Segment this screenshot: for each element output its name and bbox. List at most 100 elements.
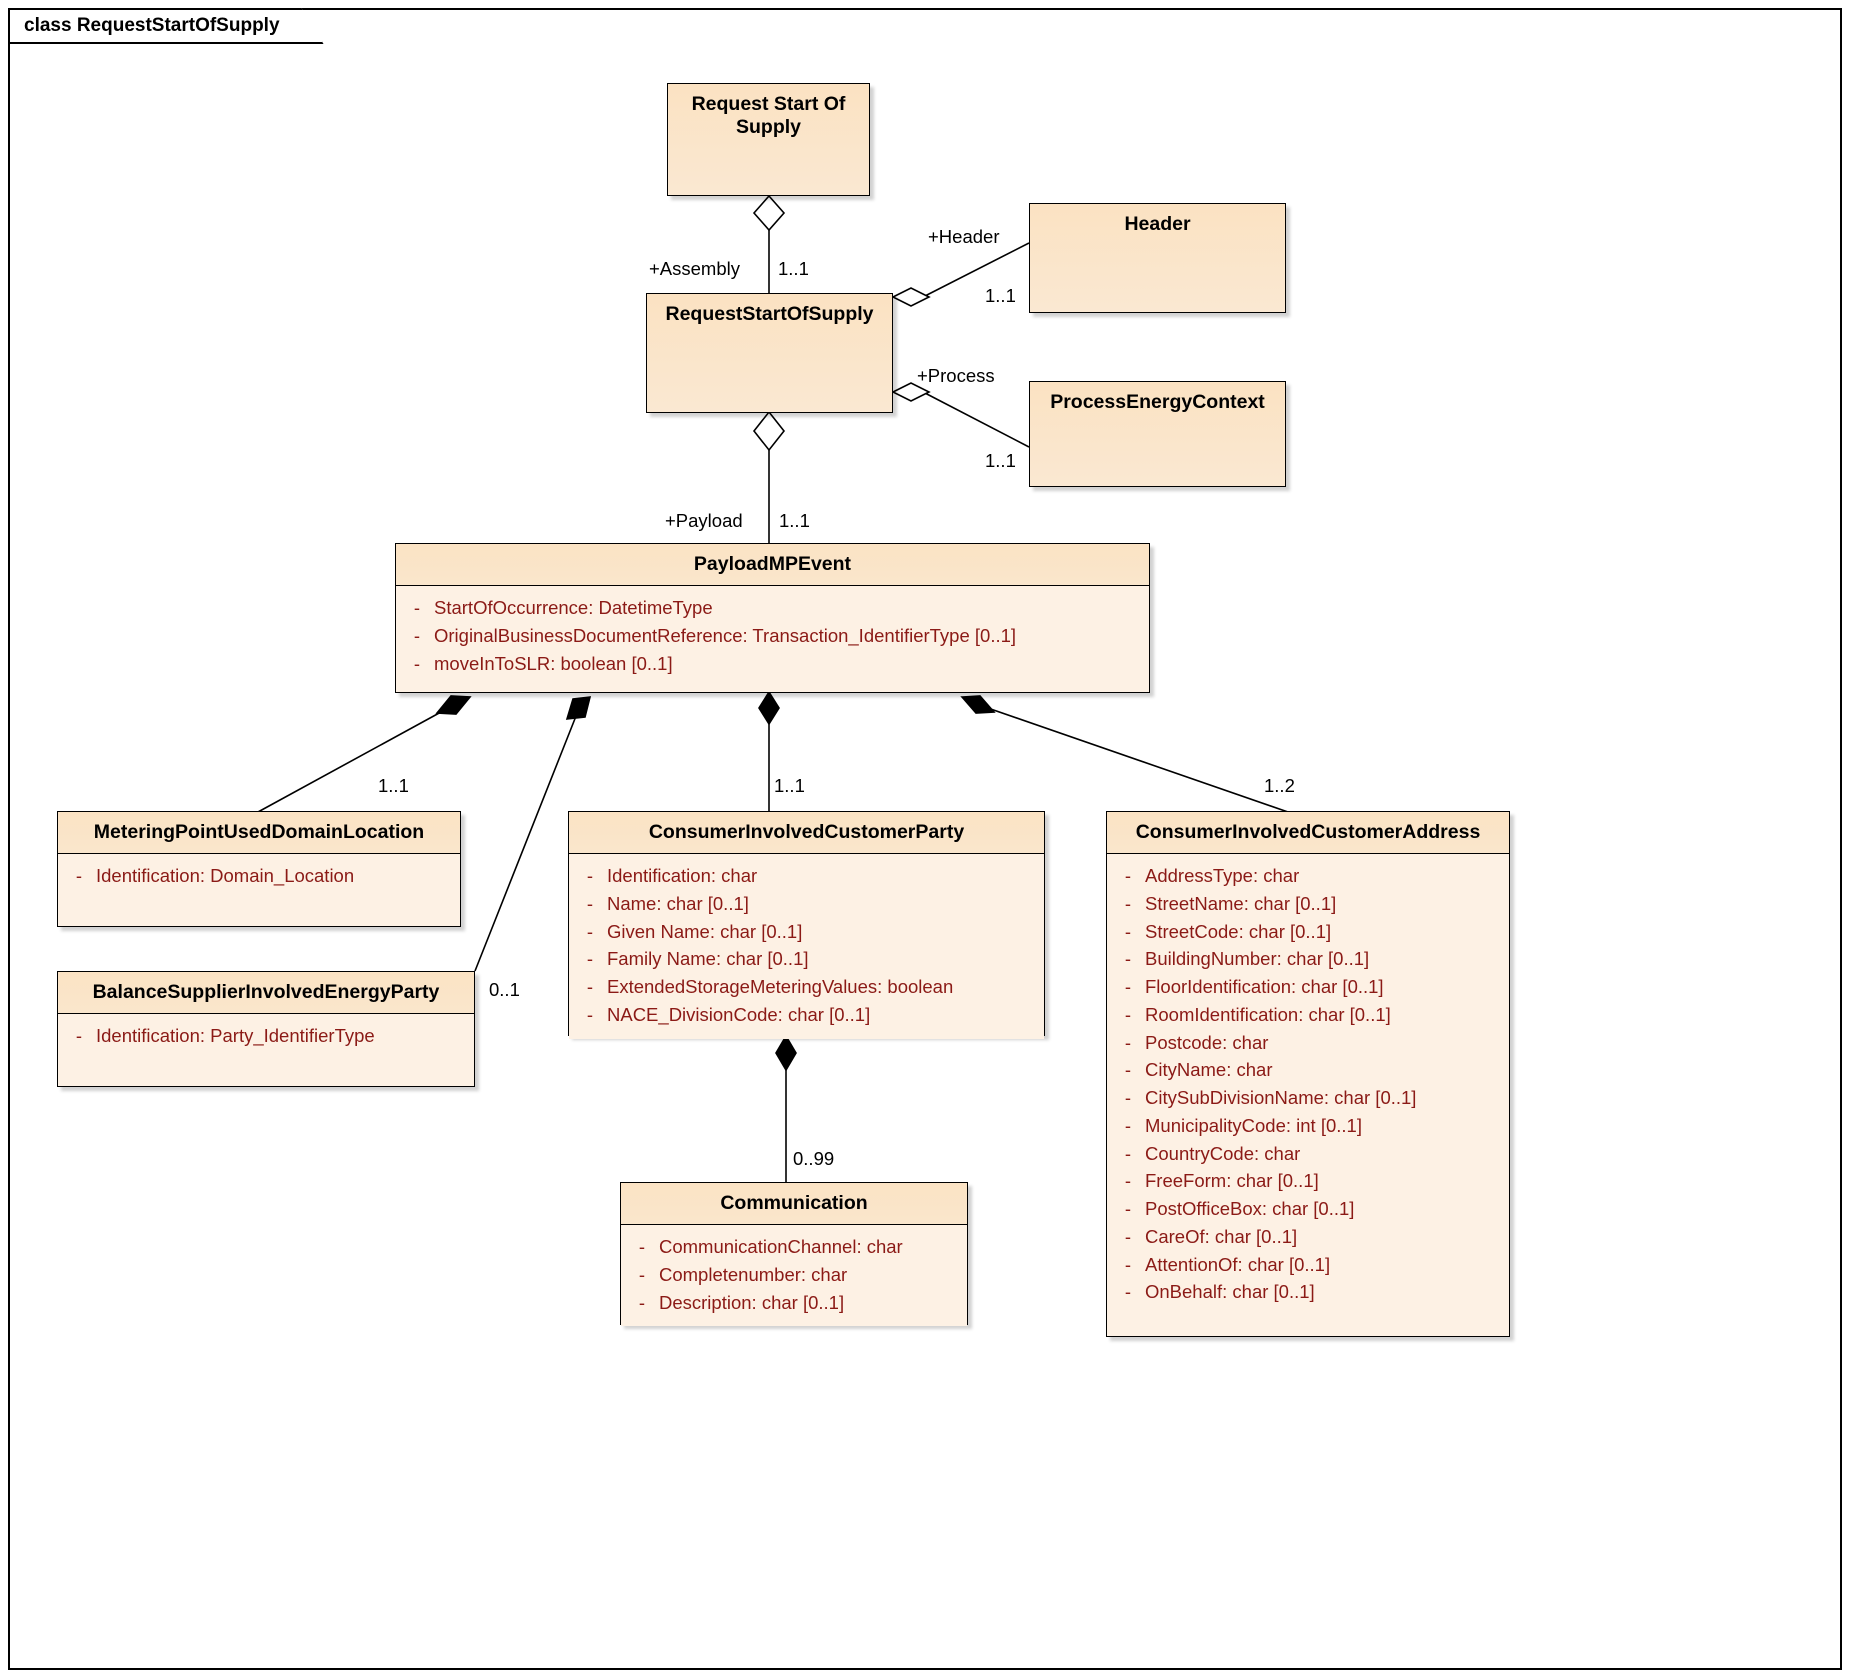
attribute-visibility: -	[1124, 892, 1132, 914]
attribute-visibility: -	[413, 597, 421, 618]
attribute-visibility: -	[1124, 865, 1132, 886]
class-title: Header	[1124, 213, 1191, 235]
attribute-compartment: -StartOfOccurrence: DatetimeType-Origina…	[396, 586, 1149, 692]
attribute-text: Postcode: char	[1145, 1031, 1269, 1053]
attribute-visibility: -	[586, 948, 594, 970]
attribute-text: StartOfOccurrence: DatetimeType	[434, 597, 713, 618]
attribute-row: -CommunicationChannel: char	[625, 1233, 963, 1261]
attribute-text: CareOf: char [0..1]	[1145, 1225, 1298, 1247]
class-title: BalanceSupplierInvolvedEnergyParty	[58, 972, 474, 1014]
attribute-visibility: -	[586, 865, 594, 886]
attribute-text: Identification: char	[607, 865, 758, 886]
attribute-visibility: -	[1124, 1281, 1132, 1303]
attribute-row: -Family Name: char [0..1]	[573, 945, 1040, 973]
attribute-visibility: -	[1124, 1114, 1132, 1136]
assoc-label-consumeraddress-mult: 1..2	[1264, 775, 1295, 796]
attribute-visibility: -	[1124, 1170, 1132, 1192]
attribute-visibility: -	[586, 892, 594, 914]
class-request-start-of-supply[interactable]: RequestStartOfSupply	[646, 293, 893, 413]
attribute-row: -StreetName: char [0..1]	[1111, 890, 1505, 918]
attribute-visibility: -	[586, 1003, 594, 1025]
attribute-text: AddressType: char	[1145, 865, 1300, 886]
assoc-label-header-mult: 1..1	[985, 285, 1016, 306]
assoc-label-process-mult: 1..1	[985, 450, 1016, 471]
class-title: RequestStartOfSupply	[665, 303, 874, 325]
attribute-row: -ExtendedStorageMeteringValues: boolean	[573, 973, 1040, 1001]
attribute-visibility: -	[413, 624, 421, 646]
class-title: ConsumerInvolvedCustomerAddress	[1107, 812, 1509, 854]
attribute-row: -Description: char [0..1]	[625, 1289, 963, 1317]
attribute-row: -StreetCode: char [0..1]	[1111, 918, 1505, 946]
attribute-row: -CityName: char	[1111, 1056, 1505, 1084]
attribute-text: Given Name: char [0..1]	[607, 920, 803, 942]
frame-label: class RequestStartOfSupply	[8, 8, 324, 44]
attribute-row: -AddressType: char	[1111, 862, 1505, 890]
class-request-start-of-supply-top[interactable]: Request Start Of Supply	[667, 83, 870, 196]
attribute-visibility: -	[1124, 1003, 1132, 1025]
attribute-row: -MunicipalityCode: int [0..1]	[1111, 1112, 1505, 1140]
attribute-row: -OriginalBusinessDocumentReference: Tran…	[400, 622, 1145, 650]
attribute-text: CitySubDivisionName: char [0..1]	[1145, 1087, 1417, 1108]
attribute-row: -moveInToSLR: boolean [0..1]	[400, 650, 1145, 678]
class-header[interactable]: Header	[1029, 203, 1286, 313]
attribute-text: RoomIdentification: char [0..1]	[1145, 1003, 1391, 1025]
attribute-compartment: -CommunicationChannel: char-Completenumb…	[621, 1225, 967, 1327]
attribute-text: BuildingNumber: char [0..1]	[1145, 948, 1370, 970]
attribute-row: -FreeForm: char [0..1]	[1111, 1167, 1505, 1195]
frame-label-text: class RequestStartOfSupply	[24, 15, 280, 36]
attribute-text: Family Name: char [0..1]	[607, 948, 809, 970]
attribute-visibility: -	[1124, 1198, 1132, 1219]
attribute-row: -NACE_DivisionCode: char [0..1]	[573, 1001, 1040, 1029]
attribute-text: MunicipalityCode: int [0..1]	[1145, 1114, 1362, 1136]
attribute-text: OnBehalf: char [0..1]	[1145, 1281, 1315, 1303]
attribute-visibility: -	[1124, 1253, 1132, 1275]
attribute-row: -CareOf: char [0..1]	[1111, 1223, 1505, 1251]
attribute-visibility: -	[75, 1025, 83, 1046]
attribute-visibility: -	[1124, 948, 1132, 970]
attribute-text: moveInToSLR: boolean [0..1]	[434, 652, 673, 674]
class-title: MeteringPointUsedDomainLocation	[58, 812, 460, 854]
attribute-row: -Identification: Domain_Location	[62, 862, 456, 890]
attribute-row: -RoomIdentification: char [0..1]	[1111, 1001, 1505, 1029]
attribute-text: CommunicationChannel: char	[659, 1236, 903, 1257]
assoc-label-consumerparty-mult: 1..1	[774, 775, 805, 796]
attribute-text: Name: char [0..1]	[607, 892, 749, 914]
attribute-visibility: -	[1124, 976, 1132, 997]
attribute-text: AttentionOf: char [0..1]	[1145, 1253, 1331, 1275]
attribute-visibility: -	[413, 652, 421, 674]
attribute-row: -Given Name: char [0..1]	[573, 918, 1040, 946]
class-metering-point-used-domain-location[interactable]: MeteringPointUsedDomainLocation -Identif…	[57, 811, 461, 927]
attribute-visibility: -	[638, 1291, 646, 1313]
attribute-row: -BuildingNumber: char [0..1]	[1111, 945, 1505, 973]
assoc-label-metering-mult: 1..1	[378, 775, 409, 796]
attribute-row: -Identification: Party_IdentifierType	[62, 1022, 470, 1050]
attribute-text: PostOfficeBox: char [0..1]	[1145, 1198, 1355, 1219]
class-communication[interactable]: Communication -CommunicationChannel: cha…	[620, 1182, 968, 1327]
attribute-row: -FloorIdentification: char [0..1]	[1111, 973, 1505, 1001]
assoc-label-balance-mult: 0..1	[489, 979, 520, 1000]
class-balance-supplier-involved-energy-party[interactable]: BalanceSupplierInvolvedEnergyParty -Iden…	[57, 971, 475, 1087]
assoc-label-assembly-role: +Assembly	[649, 258, 740, 279]
class-consumer-involved-customer-party[interactable]: ConsumerInvolvedCustomerParty -Identific…	[568, 811, 1045, 1039]
class-payload-mp-event[interactable]: PayloadMPEvent -StartOfOccurrence: Datet…	[395, 543, 1150, 693]
attribute-row: -CitySubDivisionName: char [0..1]	[1111, 1084, 1505, 1112]
attribute-text: ExtendedStorageMeteringValues: boolean	[607, 976, 954, 997]
attribute-text: FloorIdentification: char [0..1]	[1145, 976, 1384, 997]
attribute-visibility: -	[75, 865, 83, 886]
assoc-label-header-role: +Header	[928, 226, 1000, 247]
assoc-label-process-role: +Process	[917, 365, 995, 386]
attribute-visibility: -	[638, 1263, 646, 1285]
assoc-label-payload-role: +Payload	[665, 510, 743, 531]
attribute-text: Description: char [0..1]	[659, 1291, 845, 1313]
assoc-label-communication-mult: 0..99	[793, 1148, 835, 1169]
class-consumer-involved-customer-address[interactable]: ConsumerInvolvedCustomerAddress -Address…	[1106, 811, 1510, 1337]
attribute-row: -Identification: char	[573, 862, 1040, 890]
assoc-label-assembly-mult: 1..1	[778, 258, 809, 279]
class-process-energy-context[interactable]: ProcessEnergyContext	[1029, 381, 1286, 487]
attribute-visibility: -	[586, 976, 594, 997]
attribute-text: Identification: Party_IdentifierType	[96, 1025, 375, 1046]
attribute-text: OriginalBusinessDocumentReference: Trans…	[434, 624, 1017, 646]
attribute-row: -OnBehalf: char [0..1]	[1111, 1278, 1505, 1306]
attribute-row: -AttentionOf: char [0..1]	[1111, 1251, 1505, 1279]
attribute-text: FreeForm: char [0..1]	[1145, 1170, 1319, 1192]
